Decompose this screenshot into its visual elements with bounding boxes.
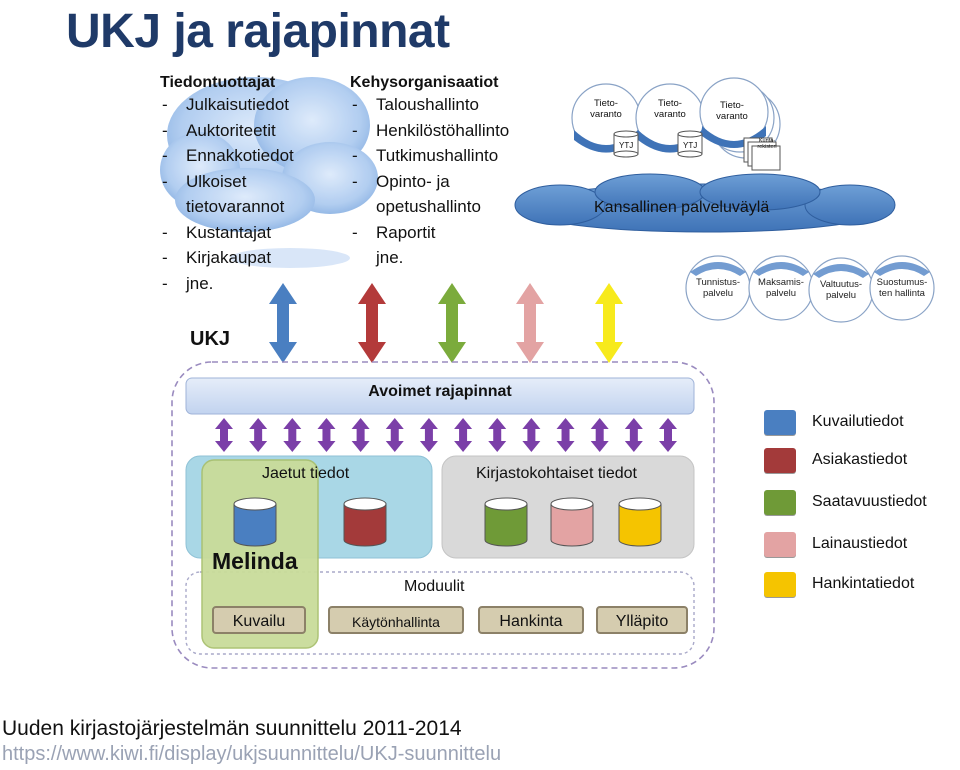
frameworks-heading: Kehysorganisaatiot: [350, 74, 499, 91]
api-double-arrow: [624, 418, 643, 452]
legend-swatch: [764, 409, 796, 435]
api-band: [185, 377, 695, 415]
list-item: Raportit: [350, 220, 509, 246]
list-item: Tutkimushallinto: [350, 143, 509, 169]
api-double-arrow: [659, 418, 677, 452]
frameworks-column: Kehysorganisaatiot Taloushallinto Henkil…: [350, 74, 509, 271]
service-tunnistus: Tunnistus-palvelu: [696, 277, 740, 299]
legend-label: Lainaustiedot: [812, 535, 908, 552]
list-item: Taloushallinto: [350, 92, 509, 118]
legend-item: Saatavuustiedot: [764, 488, 927, 516]
api-double-arrow: [215, 418, 233, 452]
api-double-arrow: [454, 418, 473, 452]
api-double-arrow: [351, 418, 370, 452]
service-valtuutus: Valtuutus-palvelu: [819, 279, 863, 301]
ytj-label: YTJ: [683, 141, 698, 150]
data-cylinders: [233, 497, 662, 547]
producers-list: Julkaisutiedot Auktoriteetit Ennakkotied…: [160, 92, 294, 296]
ukj-label: UKJ: [190, 328, 231, 350]
tietovaranto-label: Tieto-varanto: [716, 100, 748, 122]
arrow-kuvailu: [269, 283, 297, 363]
caption: Uuden kirjastojärjestelmän suunnittelu 2…: [2, 717, 462, 740]
api-double-arrow: [488, 418, 507, 452]
legend-item: Hankintatiedot: [764, 570, 914, 598]
list-item: jne.: [160, 271, 294, 297]
legend-label: Asiakastiedot: [812, 451, 908, 468]
melinda-label: Melinda: [212, 548, 298, 574]
ukj-container: [171, 361, 715, 669]
legend-item: Kuvailutiedot: [764, 408, 904, 436]
list-item: Auktoriteetit: [160, 118, 294, 144]
list-item: jne.: [376, 248, 404, 267]
api-double-arrow: [522, 418, 541, 452]
library-data-title: Kirjastokohtaiset tiedot: [476, 465, 637, 482]
page-title: UKJ ja rajapinnat: [66, 5, 450, 58]
service-caps: [690, 262, 930, 278]
list-item: Ennakkotiedot: [160, 143, 294, 169]
api-double-arrow: [419, 418, 438, 452]
legend-item: Lainaustiedot: [764, 530, 907, 558]
frameworks-list: Taloushallinto Henkilöstöhallinto Tutkim…: [350, 92, 509, 271]
legend-label: Kuvailutiedot: [812, 413, 904, 430]
legend-item: Asiakastiedot: [764, 446, 907, 474]
api-double-arrow: [283, 418, 302, 452]
cylinder-lainaus: [550, 497, 594, 547]
api-double-arrow: [249, 418, 268, 452]
arrow-hankinta: [595, 283, 623, 363]
cylinder-asiakas: [343, 497, 387, 547]
legend-swatch: [764, 489, 796, 515]
list-item: Julkaisutiedot: [160, 92, 294, 118]
module-hankinta: Hankinta: [478, 606, 584, 634]
national-bus-cloud: [514, 173, 896, 233]
api-double-arrow: [556, 418, 575, 452]
module-kuvailu: Kuvailu: [212, 606, 306, 634]
api-double-arrow: [385, 418, 404, 452]
producers-heading: Tiedontuottajat: [160, 74, 276, 91]
api-double-arrow: [590, 418, 609, 452]
api-band-label: Avoimet rajapinnat: [368, 383, 512, 400]
cylinder-kuvailu: [233, 497, 277, 547]
api-double-arrow: [317, 418, 336, 452]
service-maksamis: Maksamis-palvelu: [758, 277, 804, 299]
legend-swatch: [764, 531, 796, 557]
ytj-label: YTJ: [619, 141, 634, 150]
data-flow-arrows: [269, 283, 623, 363]
list-item: Ulkoiset: [160, 169, 294, 195]
legend-swatch: [764, 571, 796, 597]
arrow-saatavuus: [438, 283, 466, 363]
module-yllapito: Ylläpito: [596, 606, 688, 634]
list-item: Kustantajat: [160, 220, 294, 246]
legend-label: Hankintatiedot: [812, 575, 915, 592]
arrow-lainaus: [516, 283, 544, 363]
legend-label: Saatavuustiedot: [812, 493, 927, 510]
legend-swatch: [764, 447, 796, 473]
api-arrows: [215, 418, 677, 452]
arrow-asiakas: [358, 283, 386, 363]
ytj-cylinders: [613, 130, 781, 171]
tietovaranto-label: Tieto-varanto: [590, 98, 622, 120]
cylinder-saatavuus: [484, 497, 528, 547]
shared-data-title: Jaetut tiedot: [262, 465, 350, 482]
service-suostumus: Suostumus-ten hallinta: [876, 277, 928, 299]
melinda-panel: [201, 459, 319, 649]
source-url[interactable]: https://www.kiwi.fi/display/ukjsuunnitte…: [2, 743, 502, 765]
list-item: Kirjakaupat: [160, 245, 294, 271]
tietovaranto-label: Tieto-varanto: [654, 98, 686, 120]
producers-column: Tiedontuottajat Julkaisutiedot Auktorite…: [160, 74, 294, 296]
cylinder-hankinta: [618, 497, 662, 547]
list-item: Opinto- ja: [350, 169, 509, 195]
national-bus-label: Kansallinen palveluväylä: [594, 199, 770, 216]
module-kaytonhallinta: Käytönhallinta: [328, 606, 464, 634]
modules-box: [185, 571, 695, 655]
kuntarekisteri-label: Kunta-rekisteri: [757, 138, 777, 150]
modules-title: Moduulit: [404, 578, 465, 595]
list-item: opetushallinto: [376, 197, 481, 216]
list-item: tietovarannot: [186, 197, 285, 216]
list-item: Henkilöstöhallinto: [350, 118, 509, 144]
